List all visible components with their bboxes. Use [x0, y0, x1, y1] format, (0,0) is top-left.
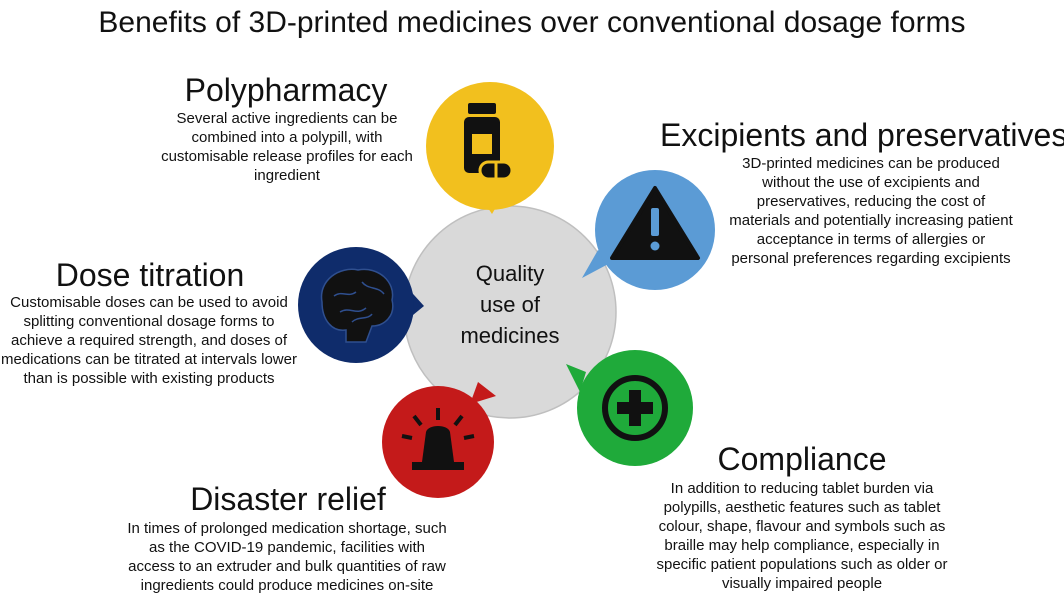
disaster-relief-bubble — [382, 382, 496, 498]
dose-titration-bubble — [298, 247, 424, 363]
center-line: medicines — [460, 323, 560, 348]
disaster-relief-description: In times of prolonged medication shortag… — [127, 520, 447, 594]
excipients-heading: Excipients and preservatives — [660, 117, 1064, 153]
center-line: Quality — [475, 261, 545, 286]
plus-circle-icon — [602, 375, 668, 441]
pill-bottle-icon — [464, 103, 514, 181]
excipients-bubble — [582, 170, 715, 290]
compliance-description: In addition to reducing tablet burden vi… — [656, 480, 948, 592]
center-line: use of — [480, 292, 540, 317]
page-title: Benefits of 3D-printed medicines over co… — [98, 6, 966, 39]
excipients-description: 3D-printed medicines can be produced wit… — [729, 155, 1013, 267]
disaster-relief-heading: Disaster relief — [190, 481, 386, 517]
compliance-heading: Compliance — [717, 441, 887, 477]
warning-triangle-icon — [610, 186, 700, 260]
dose-titration-description: Customisable doses can be used to avoid … — [1, 294, 297, 387]
center-label: Quality use of medicines — [430, 258, 590, 351]
brain-icon — [320, 268, 394, 343]
dose-titration-heading: Dose titration — [55, 257, 245, 293]
polypharmacy-description: Several active ingredients can be combin… — [161, 110, 413, 184]
polypharmacy-bubble — [426, 82, 554, 214]
polypharmacy-heading: Polypharmacy — [184, 72, 388, 108]
compliance-bubble — [566, 350, 693, 466]
alarm-light-icon — [401, 408, 475, 470]
